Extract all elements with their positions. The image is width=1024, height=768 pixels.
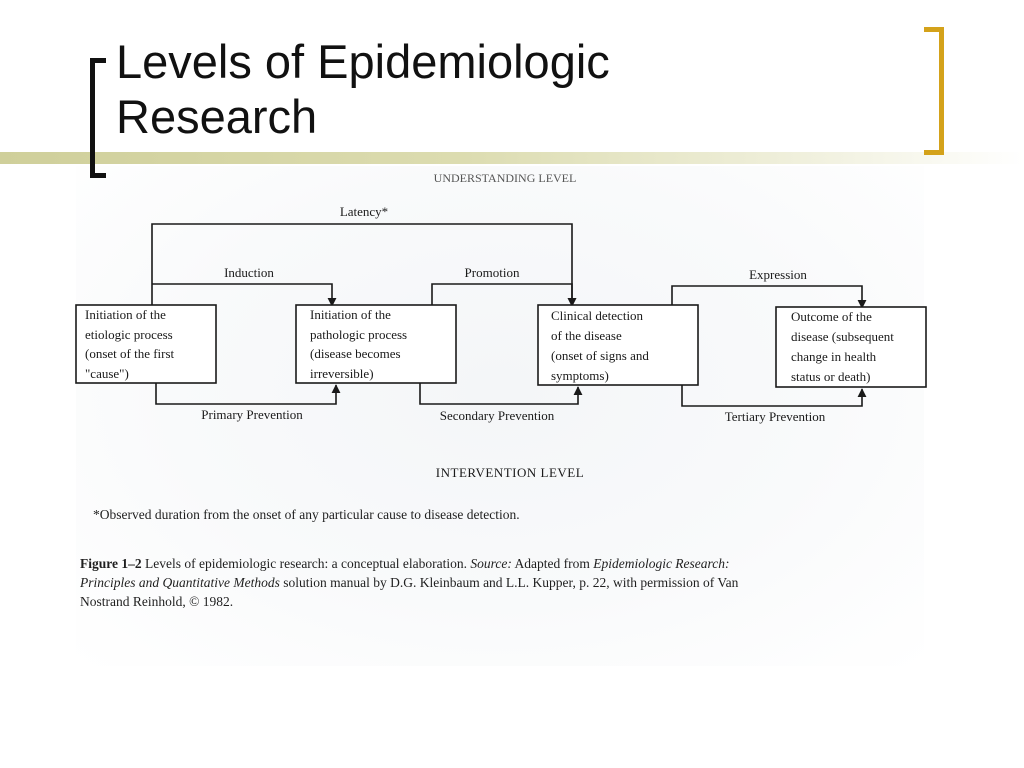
pathologic-process-box	[295, 304, 457, 384]
tertiary-prevention-connector	[681, 385, 867, 407]
clinical-detection-text: Clinical detection of the disease (onset…	[551, 308, 649, 383]
figure-caption-line-2: Principles and Quantitative Methods solu…	[80, 573, 922, 592]
disease-outcome-text: Outcome of the disease (subsequent chang…	[791, 309, 894, 384]
svg-text:change in health: change in health	[791, 349, 877, 364]
title-line-1: Levels of Epidemiologic	[116, 35, 610, 88]
understanding-level-label: UNDERSTANDING LEVEL	[434, 171, 577, 185]
primary-prevention-connector	[155, 383, 341, 405]
pathologic-process-text: Initiation of the pathologic process (di…	[310, 307, 407, 381]
svg-text:Outcome of the: Outcome of the	[791, 309, 872, 324]
svg-text:etiologic process: etiologic process	[85, 327, 173, 342]
svg-text:status or death): status or death)	[791, 369, 870, 384]
primary-prevention-label: Primary Prevention	[201, 407, 303, 422]
svg-text:of the disease: of the disease	[551, 328, 622, 343]
etiologic-process-text: Initiation of the etiologic process (ons…	[85, 307, 175, 381]
tertiary-prevention-label: Tertiary Prevention	[725, 409, 826, 424]
induction-connector	[152, 283, 337, 307]
clinical-detection-box	[537, 304, 699, 386]
etiologic-process-box	[75, 304, 217, 384]
scanned-figure-background	[76, 166, 924, 666]
svg-text:symptoms): symptoms)	[551, 368, 609, 383]
caption-text-3: solution manual by D.G. Kleinbaum and L.…	[279, 575, 739, 590]
expression-connector	[671, 285, 867, 309]
intervention-level-label: INTERVENTION LEVEL	[436, 465, 584, 480]
secondary-prevention-connector	[419, 383, 583, 405]
slide-title: Levels of Epidemiologic Research	[116, 34, 610, 144]
left-bracket-decoration	[90, 58, 106, 178]
caption-book-title-2: Principles and Quantitative Methods	[80, 575, 280, 590]
secondary-prevention-label: Secondary Prevention	[440, 408, 555, 423]
figure-caption-line-1: Figure 1–2 Levels of epidemiologic resea…	[80, 554, 922, 573]
caption-book-title-1: Epidemiologic Research:	[593, 556, 730, 571]
svg-text:(onset of signs and: (onset of signs and	[551, 348, 649, 363]
latency-connector	[151, 223, 577, 307]
disease-outcome-box	[775, 306, 927, 388]
latency-footnote: *Observed duration from the onset of any…	[93, 507, 520, 522]
promotion-label: Promotion	[465, 265, 520, 280]
figure-number: Figure 1–2	[80, 556, 142, 571]
svg-text:disease (subsequent: disease (subsequent	[791, 329, 894, 344]
promotion-connector	[431, 283, 577, 307]
svg-text:(disease becomes: (disease becomes	[310, 346, 401, 361]
expression-label: Expression	[749, 267, 807, 282]
svg-text:Initiation of the: Initiation of the	[85, 307, 166, 322]
svg-text:(onset of the first: (onset of the first	[85, 346, 175, 361]
latency-label: Latency*	[340, 204, 388, 219]
right-bracket-decoration	[924, 27, 944, 155]
caption-text-1: Levels of epidemiologic research: a conc…	[141, 556, 471, 571]
figure-caption-line-3: Nostrand Reinhold, © 1982.	[80, 594, 234, 609]
induction-label: Induction	[224, 265, 274, 280]
svg-text:Initiation of the: Initiation of the	[310, 307, 391, 322]
title-line-2: Research	[116, 90, 318, 143]
svg-text:"cause"): "cause")	[85, 366, 129, 381]
svg-text:irreversible): irreversible)	[310, 366, 374, 381]
caption-source-label: Source:	[470, 556, 512, 571]
svg-text:Clinical detection: Clinical detection	[551, 308, 644, 323]
caption-text-2: Adapted from	[511, 556, 594, 571]
svg-text:pathologic process: pathologic process	[310, 327, 407, 342]
title-underline-band	[0, 152, 1024, 164]
